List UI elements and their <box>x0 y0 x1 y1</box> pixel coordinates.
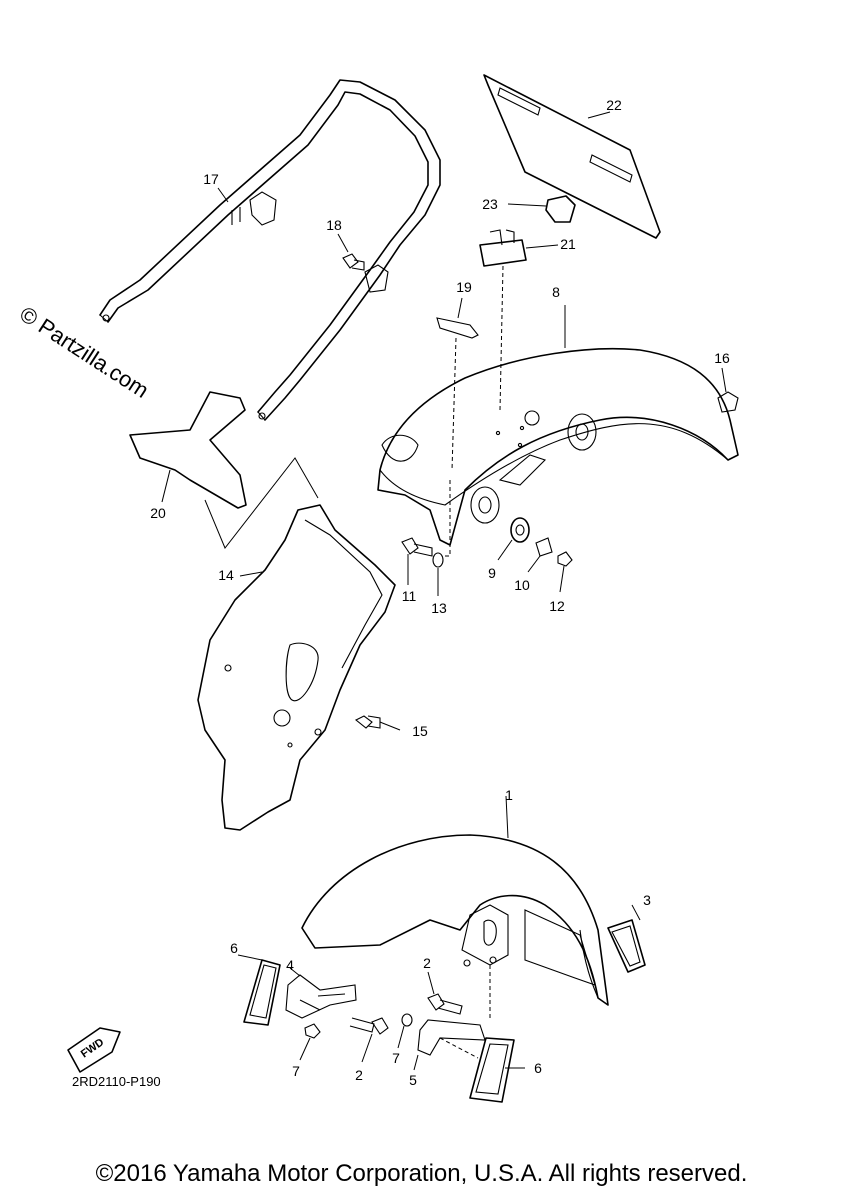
callout-2[interactable]: 2 <box>355 1067 363 1083</box>
part-6-reflector-left[interactable] <box>237 954 281 1026</box>
assembly-line-19 <box>451 337 457 471</box>
assembly-line-21 <box>499 265 504 411</box>
callout-22[interactable]: 22 <box>606 97 622 113</box>
part-19-bracket[interactable] <box>436 297 479 339</box>
part-11-bolt[interactable] <box>401 537 433 585</box>
callout-3[interactable]: 3 <box>643 892 651 908</box>
part-20-panel[interactable] <box>129 391 247 509</box>
part-16-cap[interactable] <box>717 367 739 413</box>
part-23-grommet[interactable] <box>507 195 576 223</box>
part-8-rear-fender[interactable] <box>377 305 739 546</box>
part-15-bolt[interactable] <box>354 715 401 731</box>
part-22-plate-bracket[interactable] <box>483 74 661 239</box>
leader-14 <box>239 571 263 577</box>
part-13-washer[interactable] <box>432 552 444 596</box>
part-6-reflector-right[interactable] <box>469 1037 525 1103</box>
callout-11[interactable]: 11 <box>402 588 417 604</box>
callout-18[interactable]: 18 <box>326 217 342 233</box>
callout-12[interactable]: 12 <box>549 598 565 614</box>
part-1-front-fender[interactable] <box>301 795 609 1006</box>
callout-15[interactable]: 15 <box>412 723 428 739</box>
watermark: © Partzilla.com <box>15 301 153 403</box>
callout-21[interactable]: 21 <box>560 236 576 252</box>
callout-17[interactable]: 17 <box>203 171 219 187</box>
assembly-lines-front <box>439 965 491 1059</box>
leader-17 <box>217 187 229 203</box>
callout-7[interactable]: 7 <box>392 1050 400 1066</box>
callout-4[interactable]: 4 <box>286 957 294 973</box>
callout-6[interactable]: 6 <box>534 1060 542 1076</box>
part-2-bolt-right[interactable] <box>427 971 463 1015</box>
callout-6[interactable]: 6 <box>230 940 238 956</box>
callout-5[interactable]: 5 <box>409 1072 417 1088</box>
part-21-connector[interactable] <box>479 229 559 267</box>
part-7-washer-right[interactable] <box>397 1013 413 1049</box>
part-18-bolt[interactable] <box>337 233 365 271</box>
callout-10[interactable]: 10 <box>514 577 530 593</box>
callout-20[interactable]: 20 <box>150 505 166 521</box>
part-12-nut[interactable] <box>557 551 573 593</box>
part-9-collar[interactable] <box>497 517 530 561</box>
callout-16[interactable]: 16 <box>714 350 730 366</box>
callout-9[interactable]: 9 <box>488 565 496 581</box>
callout-1[interactable]: 1 <box>505 787 513 803</box>
part-7-nut-left[interactable] <box>299 1023 321 1061</box>
part-3-bracket[interactable] <box>607 904 646 973</box>
copyright-notice: ©2016 Yamaha Motor Corporation, U.S.A. A… <box>95 1160 748 1187</box>
callout-14[interactable]: 14 <box>218 567 234 583</box>
callout-2[interactable]: 2 <box>423 955 431 971</box>
fwd-arrow-icon: FWD <box>67 1027 121 1073</box>
part-17-grab-bar[interactable] <box>99 79 441 421</box>
leader-20 <box>161 469 171 503</box>
part-14-inner-fender[interactable] <box>197 504 396 831</box>
part-5-bracket-right[interactable] <box>413 1019 486 1071</box>
part-4-bracket-left[interactable] <box>285 967 357 1019</box>
diagram-code: 2RD2110-P190 <box>72 1074 161 1089</box>
callout-13[interactable]: 13 <box>431 600 447 616</box>
callout-7[interactable]: 7 <box>292 1063 300 1079</box>
exploded-parts-diagram: © Partzilla.com <box>15 74 739 1103</box>
callout-23[interactable]: 23 <box>482 196 498 212</box>
part-10-spacer[interactable] <box>527 537 553 573</box>
part-2-bolt-left[interactable] <box>349 1017 389 1063</box>
callout-19[interactable]: 19 <box>456 279 472 295</box>
callout-8[interactable]: 8 <box>552 284 560 300</box>
guide-lines-20-14 <box>204 457 319 549</box>
